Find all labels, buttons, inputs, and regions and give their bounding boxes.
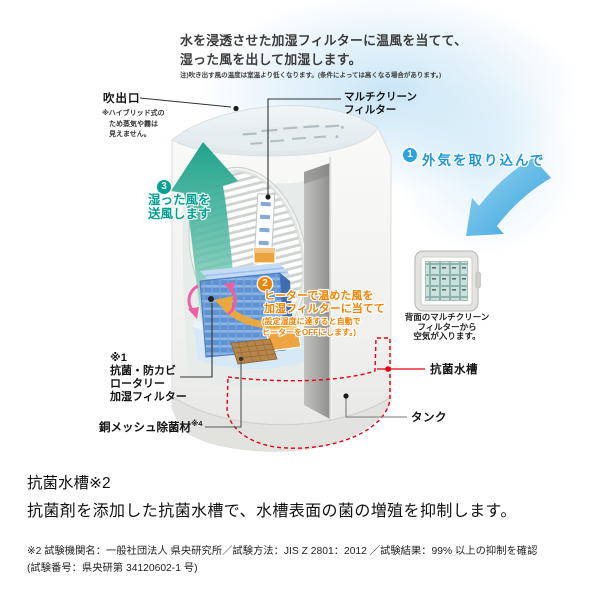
outlet-dot bbox=[233, 105, 239, 112]
tank-label: タンク bbox=[411, 412, 447, 424]
multiclean-dot bbox=[265, 194, 271, 200]
control-panel-marks bbox=[242, 124, 344, 145]
step1-badge: 1 bbox=[403, 148, 417, 162]
tank-panel bbox=[304, 157, 332, 424]
step3-badge: 3 bbox=[157, 180, 171, 194]
intro-line2: 湿った風を出して加湿します。 bbox=[180, 52, 362, 67]
multiclean-filter-label: マルチクリーン フィルター bbox=[344, 91, 417, 116]
step2-badge: 2 bbox=[258, 277, 272, 291]
footer-heading: 抗菌水槽※2 bbox=[27, 475, 111, 492]
copper-mesh-ref: ※4 bbox=[191, 419, 203, 429]
rotary-axis-dot bbox=[208, 296, 214, 302]
duct-element bbox=[253, 247, 276, 264]
step1-text: 外気を取り込んで bbox=[422, 153, 546, 168]
footer-note2: (試験番号：県央研第 34120602-1 号) bbox=[27, 563, 198, 574]
intro-note: 注)吹き出す風の温度は室温より低くなります。(条件によっては高くなる場合がありま… bbox=[180, 72, 442, 79]
footer-note1: ※2 試験機関名：一般社団法人 県央研究所／試験方法：JIS Z 2801：20… bbox=[27, 546, 538, 557]
back-filter-inset bbox=[414, 250, 481, 312]
copper-dot bbox=[238, 356, 244, 362]
copper-mesh-plate bbox=[230, 338, 278, 365]
step3-text: 湿った風を 送風します bbox=[148, 193, 211, 221]
anti-tank-outline bbox=[226, 337, 391, 449]
footer-body: 抗菌剤を添加した抗菌水槽で、水槽表面の菌の増殖を抑制します。 bbox=[27, 503, 517, 520]
rotary-filter-label: ※1 抗菌・防カビ ロータリー 加湿フィルター bbox=[110, 352, 187, 403]
rotation-arrows bbox=[187, 282, 237, 319]
intake-air-arrow bbox=[466, 158, 551, 236]
step2-text: ヒーターで温めた風を 加湿フィルターに当てて bbox=[264, 290, 385, 315]
copper-mesh-label: 銅メッシュ除菌材※4 bbox=[99, 419, 203, 434]
intro-line1: 水を浸透させた加湿フィルターに温風を当てて、 bbox=[180, 33, 468, 48]
inset-caption: 背面のマルチクリーン フィルターから 空気が入ります。 bbox=[404, 312, 490, 342]
outlet-label: 吹出口 bbox=[103, 93, 141, 105]
step2-subtext: (設定湿度に達すると自動で ヒーターをOFFにします。) bbox=[262, 317, 361, 337]
anti-tank-label: 抗菌水槽 bbox=[430, 364, 478, 376]
base bbox=[172, 396, 392, 452]
leader-lines bbox=[139, 97, 425, 428]
tank-dot bbox=[343, 393, 349, 399]
anti-tank-dot bbox=[385, 366, 391, 372]
intro-text: 水を浸透させた加湿フィルターに温風を当てて、 湿った風を出して加湿します。 bbox=[180, 31, 467, 69]
intake-glow bbox=[395, 75, 600, 275]
outlet-note: ※ハイブリッド式の ため蒸気や霧は 見えません。 bbox=[102, 110, 165, 138]
filter-frame-strip bbox=[254, 193, 276, 257]
